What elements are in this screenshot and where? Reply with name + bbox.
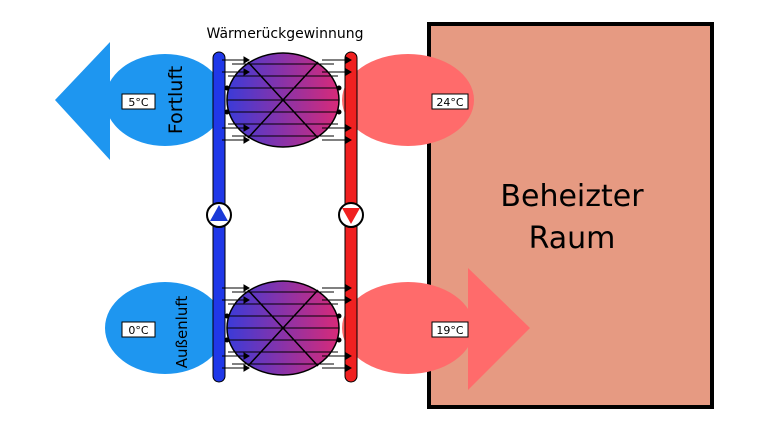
temp-exhaust-value: 5°C <box>128 96 148 109</box>
exhaust-label: Fortluft <box>165 66 187 134</box>
supply-air-blob <box>342 282 474 374</box>
lower-heat-exchanger <box>222 280 352 376</box>
extract-air-blob <box>342 54 474 146</box>
supply-arrow <box>468 268 530 390</box>
diagram-title: Wärmerückgewinnung <box>207 26 364 42</box>
room-label-line1: Beheizter <box>500 179 644 214</box>
temp-supply-box: 19°C <box>431 321 469 338</box>
temp-outdoor-value: 0°C <box>128 324 148 337</box>
outdoor-air-blob <box>105 282 225 374</box>
outdoor-label: Außenluft <box>173 296 191 369</box>
exhaust-arrow <box>55 42 110 160</box>
temp-exhaust-box: 5°C <box>121 93 156 110</box>
temp-extract-box: 24°C <box>431 93 469 110</box>
exhaust-air-blob <box>105 54 225 146</box>
upper-heat-exchanger <box>222 52 352 148</box>
temp-outdoor-box: 0°C <box>121 321 156 338</box>
temp-extract-value: 24°C <box>436 96 463 109</box>
temp-supply-value: 19°C <box>436 324 463 337</box>
room-label-line2: Raum <box>529 221 616 256</box>
hot-pump-down-icon <box>338 202 364 228</box>
cold-pump-up-icon <box>206 202 232 228</box>
